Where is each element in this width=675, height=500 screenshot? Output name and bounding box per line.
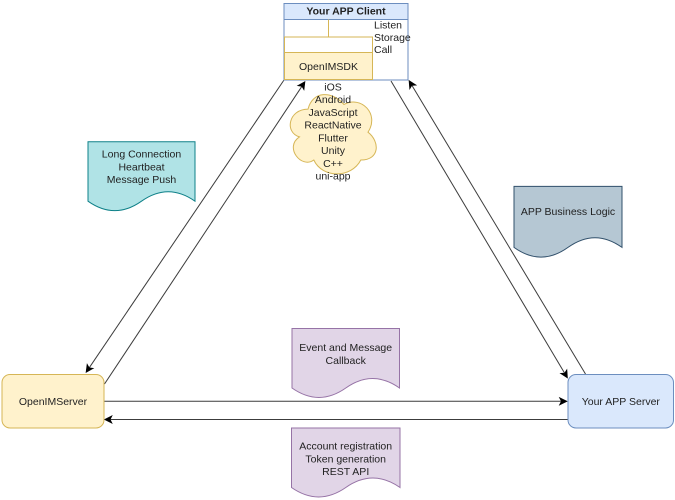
svg-text:Long Connection: Long Connection	[102, 149, 182, 161]
svg-text:Your APP Server: Your APP Server	[582, 396, 661, 408]
svg-text:JavaScript: JavaScript	[308, 107, 357, 119]
svg-text:APP Business Logic: APP Business Logic	[521, 206, 615, 218]
svg-text:ReactNative: ReactNative	[304, 120, 361, 132]
svg-text:Call: Call	[374, 44, 392, 56]
svg-text:Flutter: Flutter	[318, 132, 348, 144]
svg-text:Event and Message: Event and Message	[299, 342, 392, 354]
svg-text:iOS: iOS	[324, 81, 342, 93]
svg-text:OpenIMServer: OpenIMServer	[19, 396, 88, 408]
svg-text:Account registration: Account registration	[299, 441, 392, 453]
svg-text:uni-app: uni-app	[315, 171, 350, 183]
svg-text:OpenIMSDK: OpenIMSDK	[299, 61, 358, 73]
svg-text:Android: Android	[315, 94, 351, 106]
svg-text:Heartbeat: Heartbeat	[118, 161, 164, 173]
svg-text:Unity: Unity	[321, 145, 346, 157]
svg-text:Callback: Callback	[326, 355, 367, 367]
svg-text:Listen: Listen	[374, 20, 402, 32]
svg-text:Message Push: Message Push	[107, 174, 177, 186]
svg-text:Your APP Client: Your APP Client	[306, 5, 386, 17]
svg-text:REST API: REST API	[322, 466, 369, 478]
svg-text:Token generation: Token generation	[305, 453, 386, 465]
svg-text:Storage: Storage	[374, 32, 411, 44]
svg-text:C++: C++	[323, 158, 343, 170]
